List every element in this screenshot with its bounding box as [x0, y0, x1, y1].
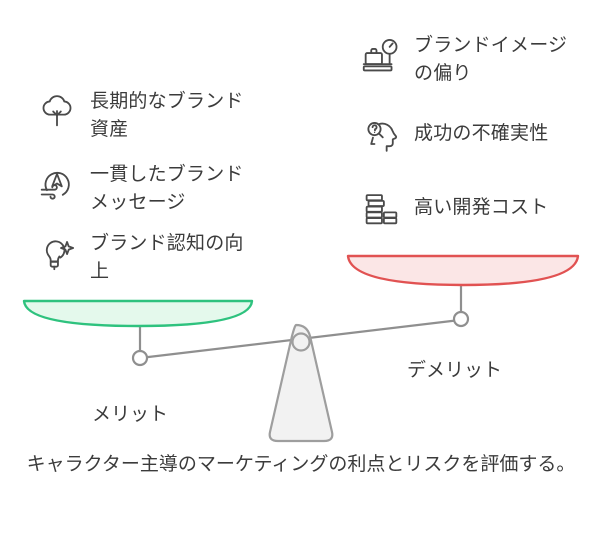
lightbulb-sparkle-icon — [45, 240, 75, 271]
cons-side-label: デメリット — [407, 360, 503, 381]
pros-item-1: 一貫したブランドメッセージ — [34, 160, 264, 217]
pros-side-label: メリット — [92, 404, 169, 425]
weighing-scale-briefcase-icon — [362, 39, 398, 72]
cons-pan — [346, 254, 580, 287]
pros-item-1-label: 一貫したブランドメッセージ — [90, 164, 244, 213]
diagram-caption: キャラクター主導のマーケティングの利点とリスクを評価する。 — [26, 454, 576, 475]
pros-item-0-label: 長期的なブランド資産 — [90, 91, 244, 140]
tree-icon — [42, 95, 72, 127]
pros-pan-joint — [131, 349, 149, 367]
pros-item-0: 長期的なブランド資産 — [34, 88, 264, 144]
scale-pivot — [291, 332, 311, 352]
pros-item-2: ブランド認知の向上 — [34, 230, 264, 286]
cons-item-0-label: ブランドイメージの偏り — [414, 35, 568, 84]
cons-item-0: ブランドイメージの偏り — [358, 32, 602, 88]
cons-item-2: 高い開発コスト — [358, 186, 602, 232]
pros-pan — [22, 299, 254, 328]
compass-wind-icon — [40, 171, 70, 200]
pros-item-2-label: ブランド認知の向上 — [90, 233, 244, 282]
scale-fulcrum — [268, 323, 334, 443]
cons-item-1: 成功の不確実性 — [358, 112, 602, 158]
head-question-icon — [367, 122, 398, 152]
cons-pan-joint — [452, 310, 470, 328]
coin-stacks-icon — [365, 194, 398, 225]
cons-item-1-label: 成功の不確実性 — [414, 123, 549, 144]
cons-item-2-label: 高い開発コスト — [414, 197, 549, 218]
